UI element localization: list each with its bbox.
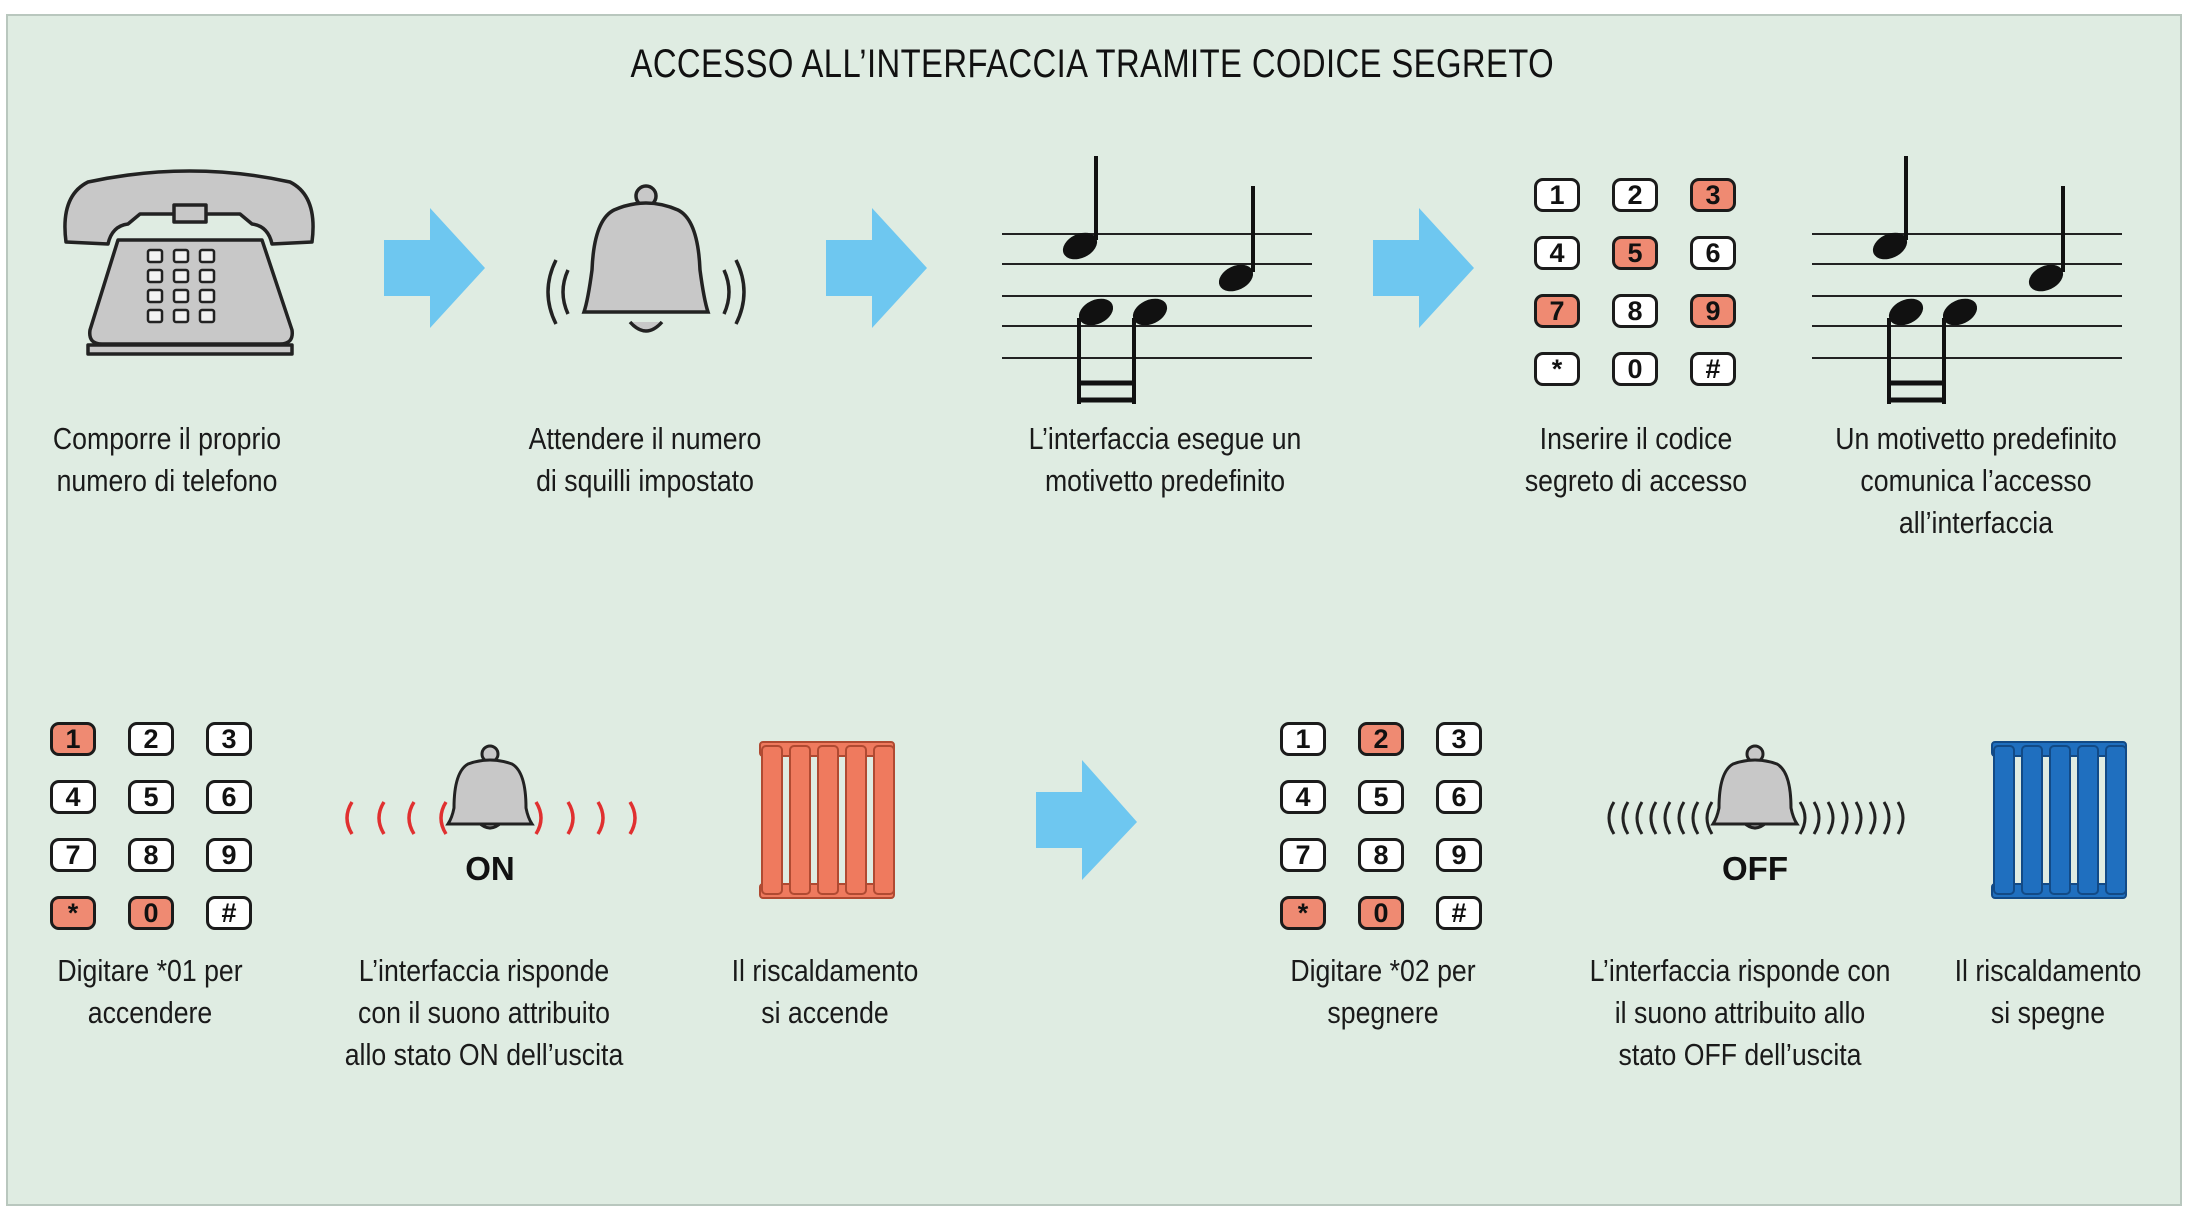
keypad-key: 0 bbox=[1612, 352, 1658, 386]
caption-top-5: Un motivetto predefinito comunica l’acce… bbox=[1813, 418, 2140, 544]
caption-top-2: Attendere il numero di squilli impostato bbox=[482, 418, 809, 502]
keypad-key: 8 bbox=[1358, 838, 1404, 872]
keypad-key: 1 bbox=[1280, 722, 1326, 756]
bell-icon bbox=[445, 744, 535, 830]
keypad-key: 4 bbox=[1280, 780, 1326, 814]
caption-bottom-3: Il riscaldamento si accende bbox=[662, 950, 989, 1034]
keypad-key: 2 bbox=[1358, 722, 1404, 756]
caption-line: Attendere il numero bbox=[528, 421, 762, 456]
keypad-key: 8 bbox=[1612, 294, 1658, 328]
caption-bottom-4: Digitare *02 per spegnere bbox=[1220, 950, 1547, 1034]
keypad-key: 6 bbox=[206, 780, 252, 814]
caption-line: L’interfaccia esegue un bbox=[1028, 421, 1302, 456]
diagram-title: ACCESSO ALL’INTERFACCIA TRAMITE CODICE S… bbox=[630, 42, 1555, 86]
caption-top-4: Inserire il codice segreto di accesso bbox=[1473, 418, 1800, 502]
caption-line: Digitare *02 per bbox=[1290, 953, 1476, 988]
arrow-right-icon bbox=[1373, 208, 1474, 328]
caption-bottom-2: L’interfaccia risponde con il suono attr… bbox=[321, 950, 648, 1076]
caption-line: allo stato ON dell’uscita bbox=[344, 1037, 624, 1072]
keypad-key: 6 bbox=[1436, 780, 1482, 814]
caption-bottom-1: Digitare *01 per accendere bbox=[0, 950, 313, 1034]
caption-line: segreto di accesso bbox=[1524, 463, 1748, 498]
keypad-key: 7 bbox=[1534, 294, 1580, 328]
radiator-icon bbox=[1991, 741, 2127, 899]
keypad-key: # bbox=[1436, 896, 1482, 930]
keypad-key: 4 bbox=[50, 780, 96, 814]
keypad-key: 2 bbox=[128, 722, 174, 756]
arrow-right-icon bbox=[826, 208, 927, 328]
ring-waves-off bbox=[1607, 801, 1905, 835]
caption-line: Un motivetto predefinito bbox=[1835, 421, 2117, 456]
caption-line: spegnere bbox=[1327, 995, 1439, 1030]
ring-waves-on bbox=[345, 801, 637, 835]
keypad-key: # bbox=[1690, 352, 1736, 386]
music-notes-icon bbox=[1812, 156, 2122, 404]
state-label-off: OFF bbox=[1722, 850, 1788, 887]
caption-line: comunica l’accesso bbox=[1860, 463, 2092, 498]
music-notes-icon bbox=[1002, 156, 1312, 404]
keypad-key: 5 bbox=[1358, 780, 1404, 814]
caption-line: si accende bbox=[761, 995, 889, 1030]
keypad-key: 7 bbox=[50, 838, 96, 872]
caption-line: L’interfaccia risponde bbox=[358, 953, 610, 988]
keypad-key: * bbox=[50, 896, 96, 930]
caption-bottom-5: L’interfaccia risponde con il suono attr… bbox=[1577, 950, 1904, 1076]
keypad-key: 7 bbox=[1280, 838, 1326, 872]
caption-line: Inserire il codice bbox=[1539, 421, 1733, 456]
caption-line: stato OFF dell’uscita bbox=[1618, 1037, 1862, 1072]
keypad-key: * bbox=[1534, 352, 1580, 386]
caption-top-1: Comporre il proprio numero di telefono bbox=[4, 418, 331, 502]
keypad-key: 9 bbox=[1690, 294, 1736, 328]
keypad-key: 5 bbox=[1612, 236, 1658, 270]
caption-bottom-6: Il riscaldamento si spegne bbox=[1885, 950, 2190, 1034]
keypad-key: 4 bbox=[1534, 236, 1580, 270]
keypad-key: # bbox=[206, 896, 252, 930]
keypad-key: 0 bbox=[1358, 896, 1404, 930]
keypad-key: 3 bbox=[206, 722, 252, 756]
caption-line: Il riscaldamento bbox=[731, 953, 919, 988]
caption-line: Il riscaldamento bbox=[1954, 953, 2142, 988]
telephone-icon bbox=[63, 169, 315, 356]
caption-line: accendere bbox=[87, 995, 213, 1030]
bell-icon bbox=[546, 184, 746, 333]
caption-line: all’interfaccia bbox=[1898, 505, 2054, 540]
caption-line: con il suono attribuito bbox=[358, 995, 610, 1030]
caption-line: Digitare *01 per bbox=[57, 953, 243, 988]
keypad-key: 6 bbox=[1690, 236, 1736, 270]
arrow-right-icon bbox=[384, 208, 485, 328]
keypad-key: * bbox=[1280, 896, 1326, 930]
arrow-right-icon bbox=[1036, 760, 1137, 880]
caption-line: motivetto predefinito bbox=[1044, 463, 1286, 498]
keypad-key: 0 bbox=[128, 896, 174, 930]
keypad-key: 8 bbox=[128, 838, 174, 872]
state-label-on: ON bbox=[465, 850, 515, 887]
radiator-icon bbox=[759, 741, 895, 899]
bell-icon bbox=[1710, 744, 1800, 830]
keypad-key: 3 bbox=[1436, 722, 1482, 756]
keypad-key: 5 bbox=[128, 780, 174, 814]
caption-line: il suono attribuito allo bbox=[1614, 995, 1866, 1030]
caption-line: si spegne bbox=[1990, 995, 2106, 1030]
caption-line: di squilli impostato bbox=[536, 463, 754, 498]
caption-line: Comporre il proprio bbox=[52, 421, 282, 456]
caption-top-3: L’interfaccia esegue un motivetto predef… bbox=[1002, 418, 1329, 502]
keypad-key: 2 bbox=[1612, 178, 1658, 212]
caption-line: numero di telefono bbox=[56, 463, 278, 498]
caption-line: L’interfaccia risponde con bbox=[1589, 953, 1891, 988]
keypad-key: 9 bbox=[1436, 838, 1482, 872]
keypad-key: 3 bbox=[1690, 178, 1736, 212]
keypad-key: 1 bbox=[50, 722, 96, 756]
keypad-key: 1 bbox=[1534, 178, 1580, 212]
keypad-key: 9 bbox=[206, 838, 252, 872]
